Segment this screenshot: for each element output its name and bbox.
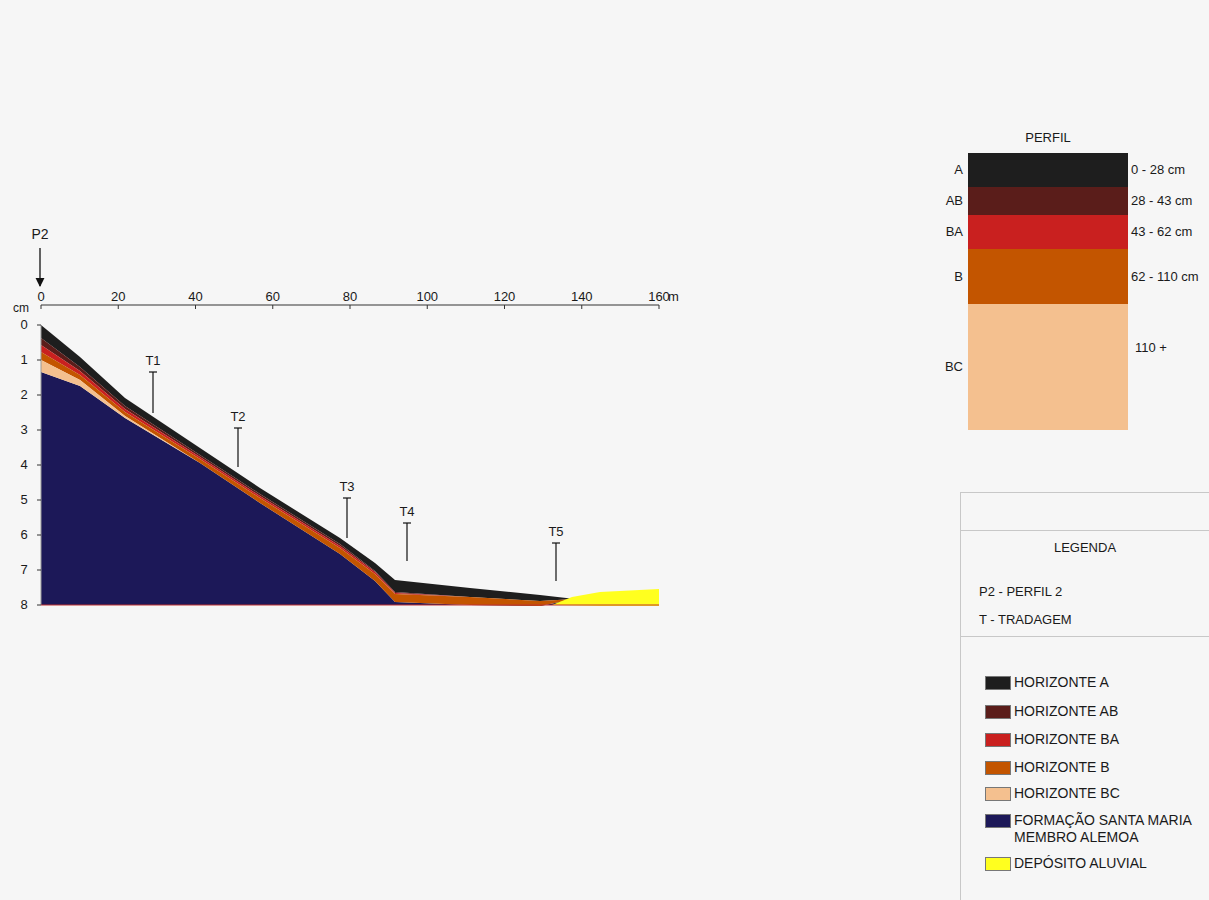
horizon-band: A0 - 28 cm [968, 153, 1128, 187]
axis-tick [37, 430, 41, 431]
auger-leader [552, 543, 560, 581]
alluvial-deposit [552, 589, 659, 606]
axis-tick [118, 305, 119, 309]
axis-number: 100 [416, 289, 438, 305]
profile-title: PERFIL [1025, 130, 1071, 146]
axis-tick [272, 305, 273, 309]
axis-number: 40 [188, 289, 202, 305]
soil-horizon-layer [41, 338, 575, 601]
legend-title: LEGENDA [1054, 540, 1116, 556]
horizon-letter: A [954, 162, 963, 178]
soil-horizon-layer [41, 360, 575, 606]
auger-label: T1 [145, 353, 160, 369]
legend-note: P2 - PERFIL 2 [979, 584, 1062, 600]
depth-range: 28 - 43 cm [1131, 193, 1192, 209]
legend-swatch [985, 787, 1011, 801]
legend-text: HORIZONTE B [1014, 759, 1204, 776]
horizon-letter: BA [946, 224, 963, 240]
auger-label: T4 [399, 504, 414, 520]
legend-swatch [985, 705, 1011, 719]
axis-tick [581, 305, 582, 309]
horizon-letter: BC [945, 359, 963, 375]
axis-tick [37, 465, 41, 466]
axis-number: 20 [111, 289, 125, 305]
depth-range: 110 + [1135, 340, 1167, 356]
auger-label: T2 [230, 409, 245, 425]
legend-text: HORIZONTE BC [1014, 785, 1204, 802]
auger-leader [343, 498, 351, 538]
axis-number: 5 [20, 492, 27, 508]
depth-range: 62 - 110 cm [1131, 269, 1199, 285]
axis-tick [659, 305, 660, 309]
axis-number: 0 [20, 317, 27, 333]
axis-tick [504, 305, 505, 309]
axis-number: 7 [20, 562, 27, 578]
legend-text: HORIZONTE AB [1014, 703, 1204, 720]
auger-label: T3 [339, 479, 354, 495]
axis-number: 1 [20, 352, 27, 368]
axis-tick [427, 305, 428, 309]
profile-label: P2 [31, 226, 48, 242]
axis-tick [37, 325, 41, 326]
horizon-band: BA43 - 62 cm [968, 215, 1128, 249]
axis-number: 120 [494, 289, 516, 305]
auger-leader [149, 372, 157, 413]
soil-horizon-layer [41, 325, 575, 601]
axis-number: 80 [343, 289, 357, 305]
axis-number: 4 [20, 457, 27, 473]
axis-tick [41, 305, 42, 309]
legend-swatch [985, 857, 1011, 871]
axis-number: 2 [20, 387, 27, 403]
horizon-band: B62 - 110 cm [968, 249, 1128, 304]
depth-range: 0 - 28 cm [1131, 162, 1185, 178]
legend-swatch [985, 733, 1011, 747]
axes [37, 305, 659, 605]
axis-tick [195, 305, 196, 309]
axis-unit: m [668, 289, 679, 305]
legend-text: HORIZONTE A [1014, 674, 1204, 691]
legend-swatch [985, 814, 1011, 828]
depth-range: 43 - 62 cm [1131, 224, 1192, 240]
axis-number: 160 [648, 289, 670, 305]
axis-number: 0 [37, 289, 44, 305]
legend-rule [960, 636, 1209, 637]
legend-text: DEPÓSITO ALUVIAL [1014, 855, 1204, 872]
axis-tick [37, 605, 41, 606]
legend-swatch [985, 761, 1011, 775]
legend-swatch [985, 676, 1011, 690]
legend-rule [960, 530, 1209, 531]
axis-tick [37, 535, 41, 536]
axis-number: 140 [571, 289, 593, 305]
axis-number: 60 [266, 289, 280, 305]
axis-tick [350, 305, 351, 309]
soil-horizon-layer [41, 345, 575, 601]
legend-text: FORMAÇÃO SANTA MARIA MEMBRO ALEMOA [1014, 812, 1204, 846]
horizon-band: AB28 - 43 cm [968, 187, 1128, 215]
legend-note: T - TRADAGEM [979, 612, 1072, 628]
profile-arrow [39, 248, 40, 286]
axis-tick [37, 395, 41, 396]
axis-tick [37, 570, 41, 571]
auger-label: T5 [548, 524, 563, 540]
auger-leader [234, 428, 242, 467]
axis-number: 3 [20, 422, 27, 438]
auger-leader [403, 523, 411, 561]
axis-tick [37, 360, 41, 361]
legend-text: HORIZONTE BA [1014, 731, 1204, 748]
base-line [41, 605, 659, 606]
axis-tick [37, 500, 41, 501]
horizon-letter: B [954, 269, 963, 285]
axis-number: 6 [20, 527, 27, 543]
soil-horizon-layer [41, 352, 575, 606]
horizon-band: BC110 + [968, 304, 1128, 430]
axis-unit: cm [13, 300, 29, 316]
horizon-letter: AB [946, 193, 963, 209]
axis-number: 8 [20, 597, 27, 613]
